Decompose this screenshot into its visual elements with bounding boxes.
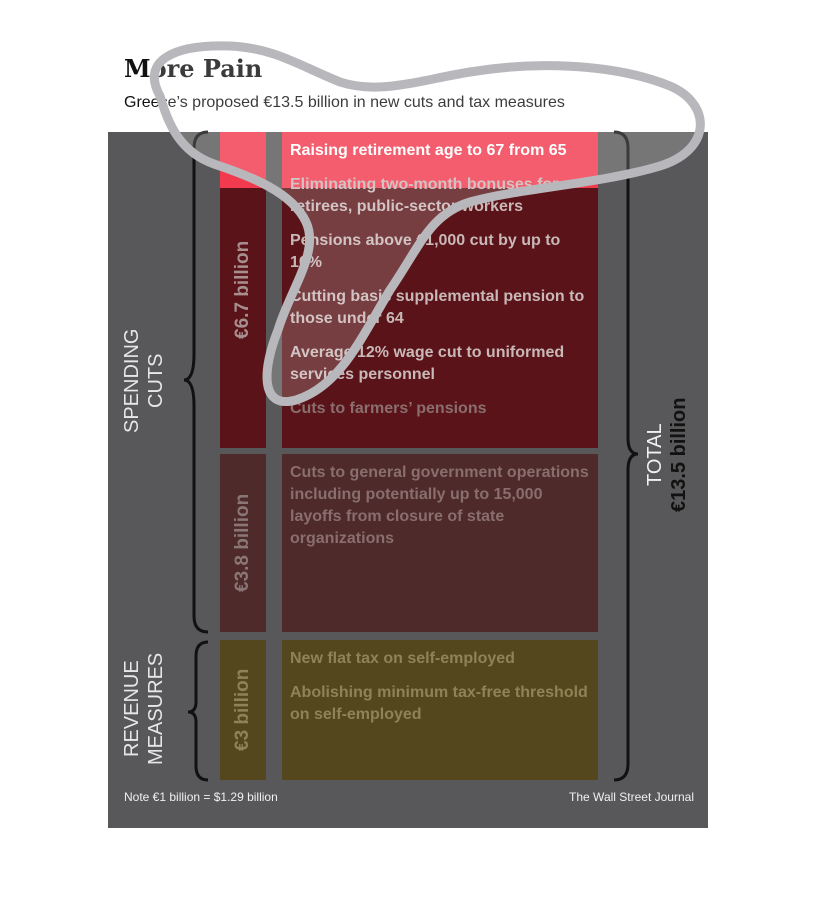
total-word: TOTAL <box>644 423 666 487</box>
items-list-3-8: Cuts to general government operations in… <box>290 462 590 562</box>
revenue-brace <box>187 640 209 782</box>
list-item: Cuts to general government operations in… <box>290 464 589 547</box>
items-box-3-8: Cuts to general government operations in… <box>282 454 598 632</box>
items-list-3: New flat tax on self-employed Abolishing… <box>290 648 590 738</box>
chart-panel: More Pain Greece’s proposed €13.5 billio… <box>108 36 708 828</box>
items-box-3: New flat tax on self-employed Abolishing… <box>282 640 598 780</box>
spending-brace <box>183 130 209 634</box>
bar-segment-3: €3 billion <box>220 640 266 780</box>
bar-segment-3-8: €3.8 billion <box>220 454 266 632</box>
total-brace <box>613 130 639 782</box>
list-item: Abolishing minimum tax-free threshold on… <box>290 684 588 723</box>
footnote: Note €1 billion = $1.29 billion <box>124 790 278 804</box>
list-item: New flat tax on self-employed <box>290 650 515 667</box>
total-amount: €13.5 billion <box>668 397 690 513</box>
source-credit: The Wall Street Journal <box>569 790 694 804</box>
braces <box>183 130 639 782</box>
total-label: TOTAL €13.5 billion <box>643 392 703 518</box>
